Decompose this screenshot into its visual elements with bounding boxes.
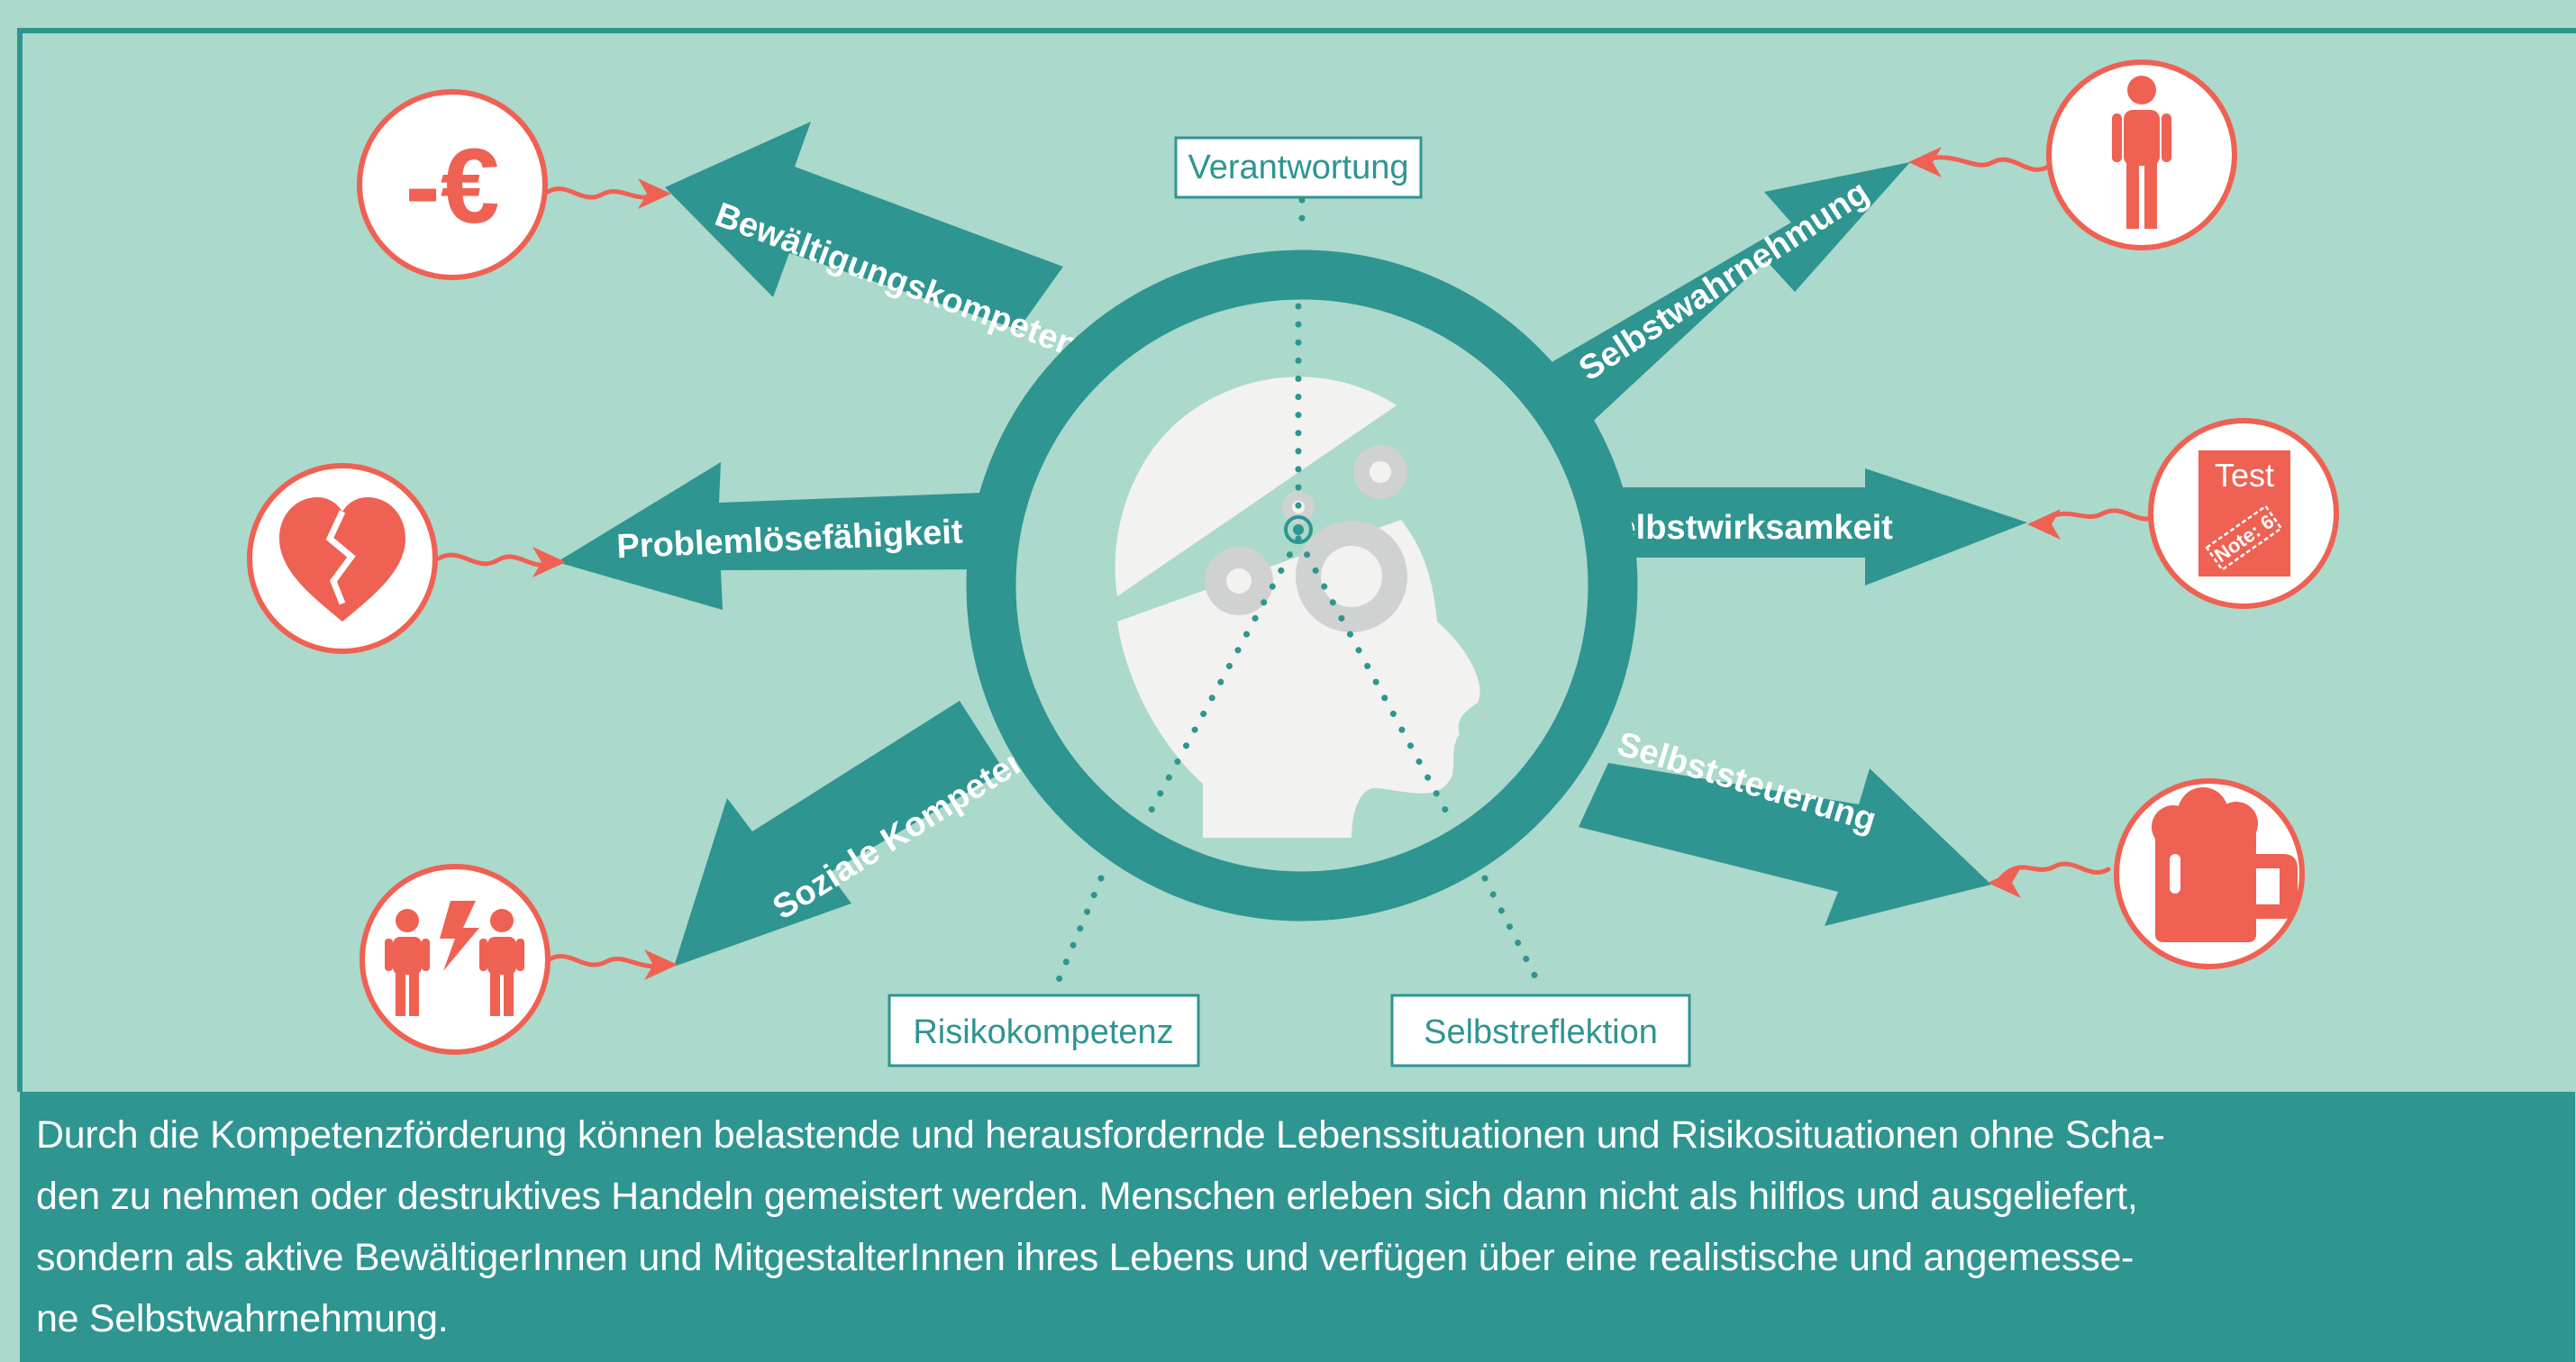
arrow-problem-solving: Problemlösefähigkeit	[557, 462, 1009, 610]
label-reflection: Selbstreflektion	[1424, 1013, 1658, 1051]
label-box-reflection: Selbstreflektion	[1390, 994, 1691, 1067]
dotted-connectors	[1051, 196, 1546, 994]
arrow-label-self-efficacy: Selbstwirksamkeit	[1594, 509, 1893, 547]
caption-line-4: ne Selbstwahrnehmung.	[36, 1297, 449, 1340]
conflict-icon	[360, 864, 551, 1055]
caption-line-3: sondern als aktive BewältigerInnen und M…	[36, 1236, 2135, 1279]
arrow-self-control: Selbststeuerung	[1579, 725, 1991, 926]
label-box-risk: Risikokompetenz	[887, 994, 1200, 1067]
frame-border	[17, 28, 2576, 1092]
caption-line-2: den zu nehmen oder destruktives Handeln …	[36, 1175, 2138, 1218]
caption-line-1: Durch die Kompetenzförderung können bela…	[36, 1113, 2165, 1157]
person-icon	[2046, 59, 2237, 250]
central-ring	[966, 250, 1638, 922]
test-note-icon: Test Note: 6	[2148, 418, 2339, 609]
arrow-label-self-perception: Selbstwahrnehmung	[1572, 174, 1875, 389]
arrow-social: Soziale Kompetenz	[674, 701, 1051, 967]
wavy-arrowheads	[532, 147, 2061, 980]
head-illustration	[1115, 377, 1480, 838]
test-title: Test	[2215, 457, 2274, 494]
target-mark	[1284, 515, 1313, 544]
broken-heart-icon	[247, 463, 438, 654]
minus-euro-icon: -€	[357, 89, 548, 280]
arrow-self-perception: Selbstwahrnehmung	[1536, 162, 1910, 428]
euro-text: -€	[405, 127, 500, 246]
beer-mug-icon	[2114, 778, 2305, 969]
arrow-coping: Bewältigungskompetenz	[665, 122, 1099, 371]
caption-box: Durch die Kompetenzförderung können bela…	[20, 1092, 2575, 1362]
arrow-self-efficacy: Selbstwirksamkeit	[1594, 468, 2027, 586]
label-box-responsibility: Verantwortung	[1174, 136, 1423, 199]
gears-icon	[1205, 445, 1407, 632]
label-responsibility: Verantwortung	[1188, 149, 1408, 186]
label-risk: Risikokompetenz	[913, 1013, 1173, 1051]
wavy-connectors	[436, 155, 2161, 968]
